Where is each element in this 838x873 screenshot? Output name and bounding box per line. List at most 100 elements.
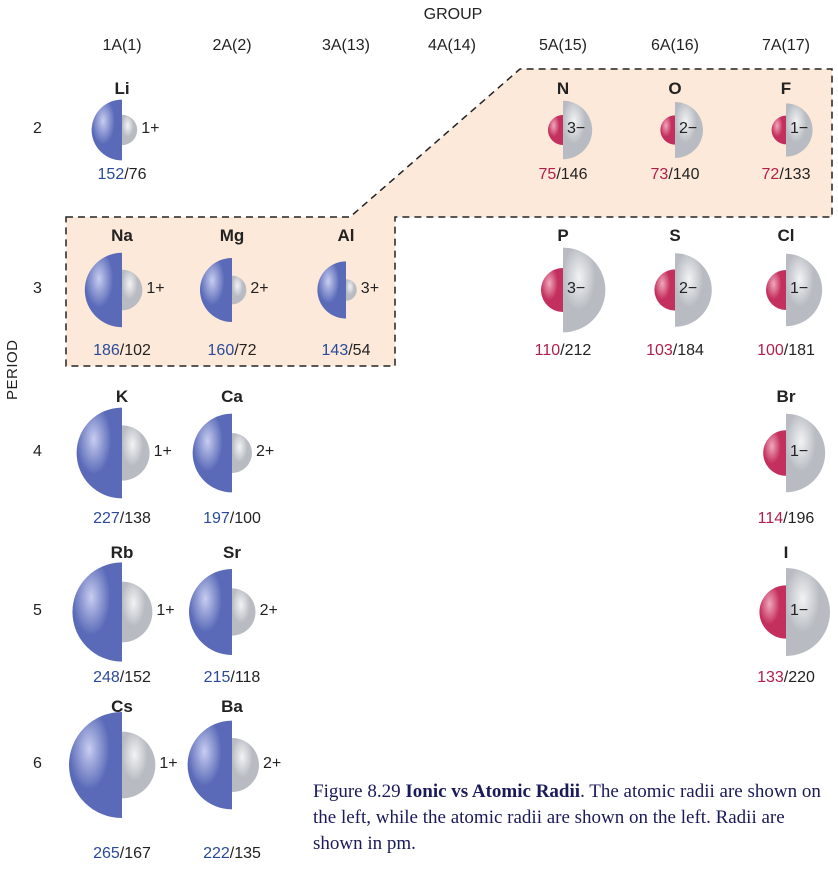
- radii-al: 143/54: [322, 342, 371, 360]
- radii-cl: 100/181: [757, 342, 815, 360]
- atomic-radius-na: 186: [93, 342, 120, 359]
- symbol-li: Li: [114, 79, 130, 98]
- ionic-radius-ba: 135: [234, 845, 261, 862]
- radius-separator: /: [783, 342, 789, 359]
- ionic-radius-br: 196: [787, 510, 815, 527]
- atom-half-sphere-al: [317, 261, 346, 319]
- atom-half-sphere-k: [76, 407, 122, 499]
- charge-sr: 2+: [259, 602, 278, 619]
- radii-n: 75/146: [539, 166, 588, 184]
- period-label-4: 4: [33, 443, 42, 460]
- radius-separator: /: [560, 342, 565, 359]
- radii-k: 227/138: [93, 510, 151, 528]
- atom-half-sphere-i: [759, 585, 786, 639]
- symbol-mg: Mg: [219, 226, 245, 245]
- highlight-region: [65, 68, 833, 367]
- symbol-s: S: [669, 226, 681, 245]
- group-header-5: 6A(16): [650, 37, 700, 54]
- charge-br: 1−: [790, 443, 809, 460]
- period-title: PERIOD: [4, 339, 21, 400]
- element-sr: [189, 569, 256, 655]
- charge-n: 3−: [567, 120, 586, 137]
- ion-half-sphere-s: [675, 253, 712, 327]
- ion-half-sphere-al: [346, 279, 357, 301]
- ionic-radius-p: 212: [564, 342, 592, 359]
- radius-separator: /: [119, 669, 125, 686]
- radius-separator: /: [234, 342, 239, 359]
- radius-separator: /: [119, 510, 125, 527]
- radii-i: 133/220: [757, 669, 815, 687]
- atomic-radius-li: 152: [97, 166, 125, 183]
- ion-half-sphere-br: [786, 413, 826, 493]
- radii-rb: 248/152: [93, 669, 151, 687]
- atom-half-sphere-cs: [69, 712, 122, 818]
- charge-o: 2−: [679, 120, 698, 137]
- radius-separator: /: [783, 669, 789, 686]
- atom-half-sphere-p: [541, 268, 563, 312]
- ionic-radius-cl: 181: [788, 342, 815, 359]
- ion-half-sphere-sr: [232, 588, 256, 636]
- atom-half-sphere-mg: [200, 258, 232, 322]
- group-title: GROUP: [423, 6, 483, 23]
- atomic-radius-al: 143: [321, 342, 349, 359]
- radii-ba: 222/135: [203, 845, 261, 863]
- symbol-k: K: [115, 387, 129, 406]
- ionic-radius-n: 146: [560, 166, 588, 183]
- ionic-radius-al: 54: [352, 342, 371, 359]
- ionic-radius-mg: 72: [238, 342, 257, 359]
- atom-half-sphere-o: [660, 115, 675, 145]
- ion-half-sphere-li: [122, 114, 138, 146]
- symbol-rb: Rb: [110, 543, 134, 562]
- element-cl: [766, 253, 823, 327]
- ion-half-sphere-ca: [232, 433, 252, 473]
- element-f: [771, 103, 813, 157]
- radii-br: 114/196: [758, 510, 815, 528]
- atomic-radius-p: 110: [534, 342, 561, 359]
- symbol-na: Na: [111, 226, 133, 245]
- element-o: [660, 102, 703, 158]
- ionic-radius-o: 140: [672, 166, 700, 183]
- ionic-radius-k: 138: [124, 510, 151, 527]
- element-k: [76, 407, 150, 499]
- radii-cs: 265/167: [93, 845, 151, 863]
- element-cs: [69, 712, 156, 818]
- radius-separator: /: [229, 845, 235, 862]
- symbol-cl: Cl: [777, 226, 795, 245]
- charge-ca: 2+: [256, 443, 275, 460]
- symbol-ca: Ca: [221, 387, 243, 406]
- radii-na: 186/102: [93, 342, 151, 360]
- element-al: [317, 261, 357, 319]
- element-s: [654, 253, 712, 327]
- ion-half-sphere-o: [675, 102, 703, 158]
- atom-half-sphere-br: [763, 430, 786, 476]
- atomic-radius-f: 72: [761, 166, 780, 183]
- atomic-radius-mg: 160: [207, 342, 235, 359]
- element-mg: [200, 258, 247, 322]
- symbol-cs: Cs: [111, 697, 133, 716]
- atomic-radius-s: 103: [646, 342, 673, 359]
- ionic-radius-na: 102: [124, 342, 151, 359]
- atom-half-sphere-s: [654, 269, 675, 311]
- radius-separator: /: [783, 510, 788, 527]
- symbol-o: O: [668, 79, 682, 98]
- atomic-radius-br: 114: [757, 510, 784, 527]
- atomic-radius-cl: 100: [757, 342, 784, 359]
- radii-s: 103/184: [646, 342, 704, 360]
- radii-o: 73/140: [651, 166, 700, 184]
- ion-half-sphere-rb: [122, 581, 153, 643]
- radii-li: 152/76: [98, 166, 147, 184]
- charge-mg: 2+: [250, 280, 269, 297]
- ion-half-sphere-mg: [232, 275, 247, 305]
- ion-half-sphere-cs: [122, 731, 156, 799]
- atomic-radius-i: 133: [757, 669, 784, 686]
- atom-half-sphere-n: [548, 115, 563, 145]
- radius-separator: /: [124, 166, 129, 183]
- radius-separator: /: [556, 166, 561, 183]
- atomic-radius-sr: 215: [203, 669, 231, 686]
- symbol-p: P: [557, 226, 569, 245]
- atom-half-sphere-f: [771, 115, 786, 145]
- radius-separator: /: [119, 342, 125, 359]
- symbol-sr: Sr: [223, 543, 241, 562]
- ionic-radius-cs: 167: [124, 845, 151, 862]
